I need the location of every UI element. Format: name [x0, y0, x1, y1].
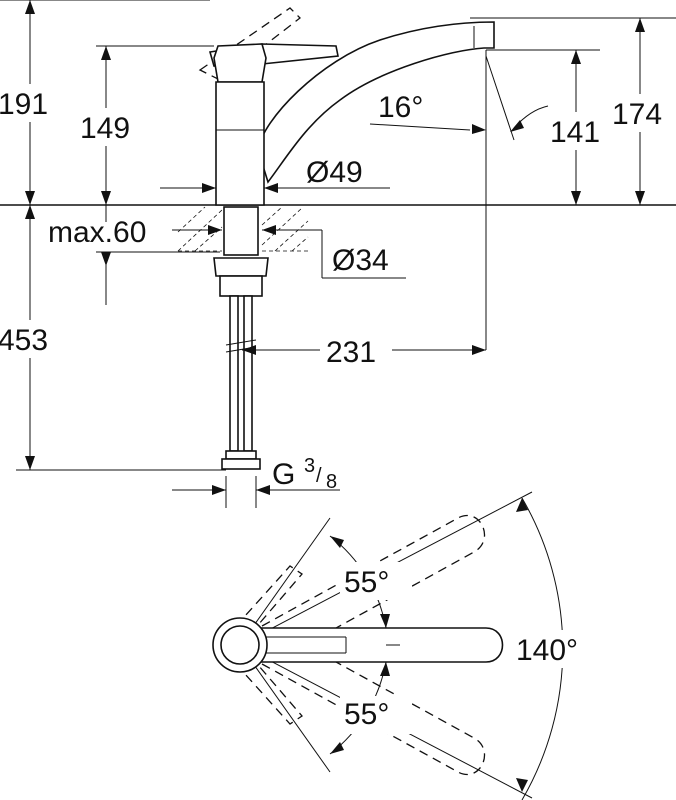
supply-hose-right — [243, 295, 253, 452]
faucet-body — [215, 81, 265, 206]
dim-connection-fraction-num: 3 — [304, 455, 315, 477]
side-view: 191 149 174 141 16° Ø49 — [0, 0, 676, 508]
dim-hole-diameter: Ø34 — [332, 244, 389, 277]
dim-body-diameter: Ø49 — [306, 156, 363, 189]
spout-top — [239, 627, 504, 663]
dim-spout-height: 174 — [612, 98, 662, 131]
dim-hose-length: 453 — [0, 324, 48, 357]
cartridge-cap — [213, 43, 267, 83]
spout — [257, 21, 495, 184]
dim-connection-thread: G — [272, 458, 295, 491]
dim-swivel-total: 140° — [516, 634, 578, 667]
spout-swung-lower — [261, 629, 486, 775]
spout-swung-upper — [261, 515, 486, 661]
dim-outlet-height: 141 — [550, 116, 600, 149]
dim-swivel-lower: 55° — [344, 698, 389, 731]
hose-fitting-lower — [221, 458, 261, 470]
dim-total-height: 191 — [0, 88, 48, 121]
hose-fitting-upper — [225, 450, 257, 460]
body-top-inner — [220, 625, 260, 665]
dim-spout-angle: 16° — [378, 91, 423, 124]
dim-swivel-upper: 55° — [344, 566, 389, 599]
dim-reach: 231 — [326, 336, 376, 369]
dim-body-height: 149 — [80, 112, 130, 145]
mounting-nut — [213, 257, 269, 277]
supply-hose-left — [229, 295, 239, 452]
svg-text:/: / — [316, 465, 322, 487]
mounting-thread — [219, 275, 263, 297]
dim-max-thickness: max.60 — [48, 216, 146, 249]
mounting-shank — [223, 206, 259, 256]
lever-raised-outline — [198, 7, 301, 81]
dim-connection-fraction-den: 8 — [326, 471, 337, 493]
top-view: 140° 55° 55° — [212, 491, 590, 800]
